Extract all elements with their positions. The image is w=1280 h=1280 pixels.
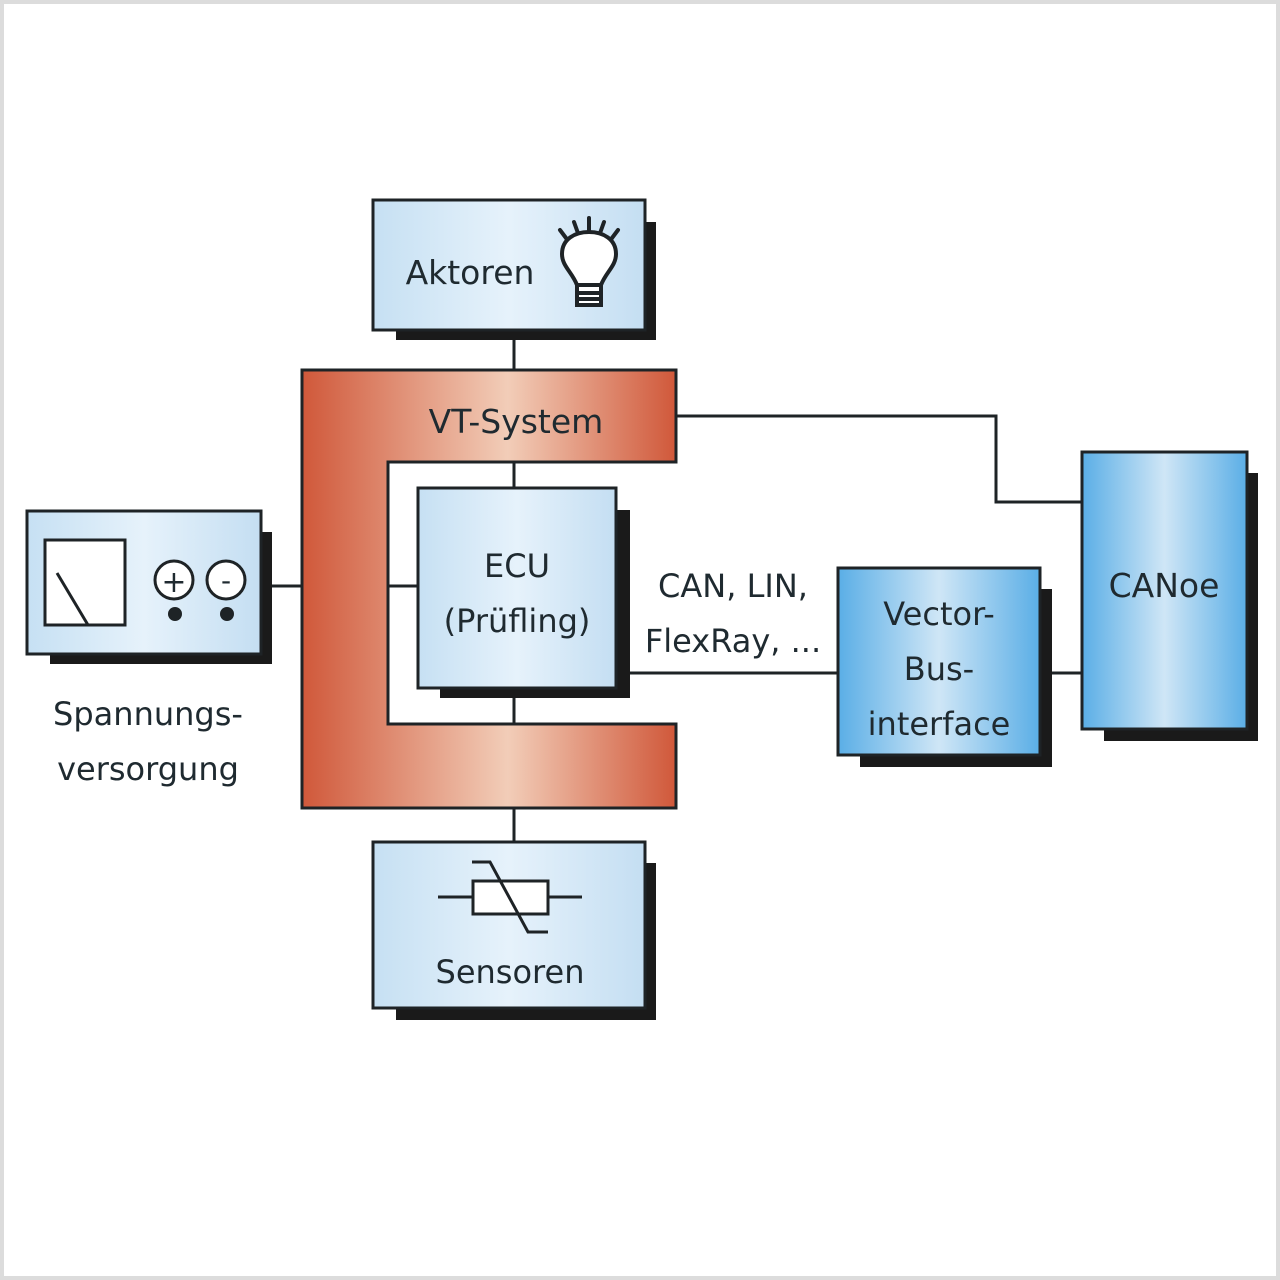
thermistor-icon xyxy=(438,860,582,934)
node-sensoren: Sensoren xyxy=(371,840,656,1020)
power-supply-caption-line2: versorgung xyxy=(57,750,239,788)
businterface-box xyxy=(836,566,1042,757)
ecu-label-line1: ECU xyxy=(484,547,550,585)
power-supply-icon: + - xyxy=(43,538,247,627)
lightbulb-icon xyxy=(558,216,620,307)
canoe-label: CANoe xyxy=(1109,566,1220,605)
bus-label-line1: CAN, LIN, xyxy=(658,567,808,605)
node-aktoren: Aktoren xyxy=(371,198,656,340)
minus-terminal-dot xyxy=(220,607,234,621)
vt-system-shape xyxy=(300,368,678,810)
aktoren-label: Aktoren xyxy=(406,253,535,292)
canoe-box xyxy=(1080,450,1249,731)
businterface-label-line3: interface xyxy=(868,705,1011,743)
meter-needle xyxy=(55,572,90,626)
ecu-label-line2: (Prüfling) xyxy=(444,602,591,640)
bus-label-line2: FlexRay, ... xyxy=(645,622,821,660)
node-vt-system: VT-System xyxy=(300,368,678,810)
node-ecu: ECU (Prüfling) xyxy=(416,486,630,698)
businterface-label-line1: Vector- xyxy=(883,595,994,633)
connector-vt-canoe xyxy=(676,414,1082,504)
node-power-supply: + - Spannungs- versorgung xyxy=(25,509,272,788)
minus-terminal-symbol: - xyxy=(221,564,231,597)
ecu-box xyxy=(416,486,618,690)
power-supply-caption-line1: Spannungs- xyxy=(53,695,243,733)
businterface-label-line2: Bus- xyxy=(904,650,974,688)
node-canoe: CANoe xyxy=(1080,450,1258,741)
vt-system-label: VT-System xyxy=(429,402,604,441)
minus-terminal-icon xyxy=(205,559,247,601)
sensoren-label: Sensoren xyxy=(436,953,585,991)
plus-terminal-symbol: + xyxy=(161,565,186,600)
sensoren-box xyxy=(371,840,647,1010)
plus-terminal-icon xyxy=(153,559,195,601)
connectors xyxy=(248,330,1082,842)
node-vector-businterface: Vector- Bus- interface xyxy=(836,566,1052,767)
plus-terminal-dot xyxy=(168,607,182,621)
meter-icon xyxy=(43,538,127,627)
